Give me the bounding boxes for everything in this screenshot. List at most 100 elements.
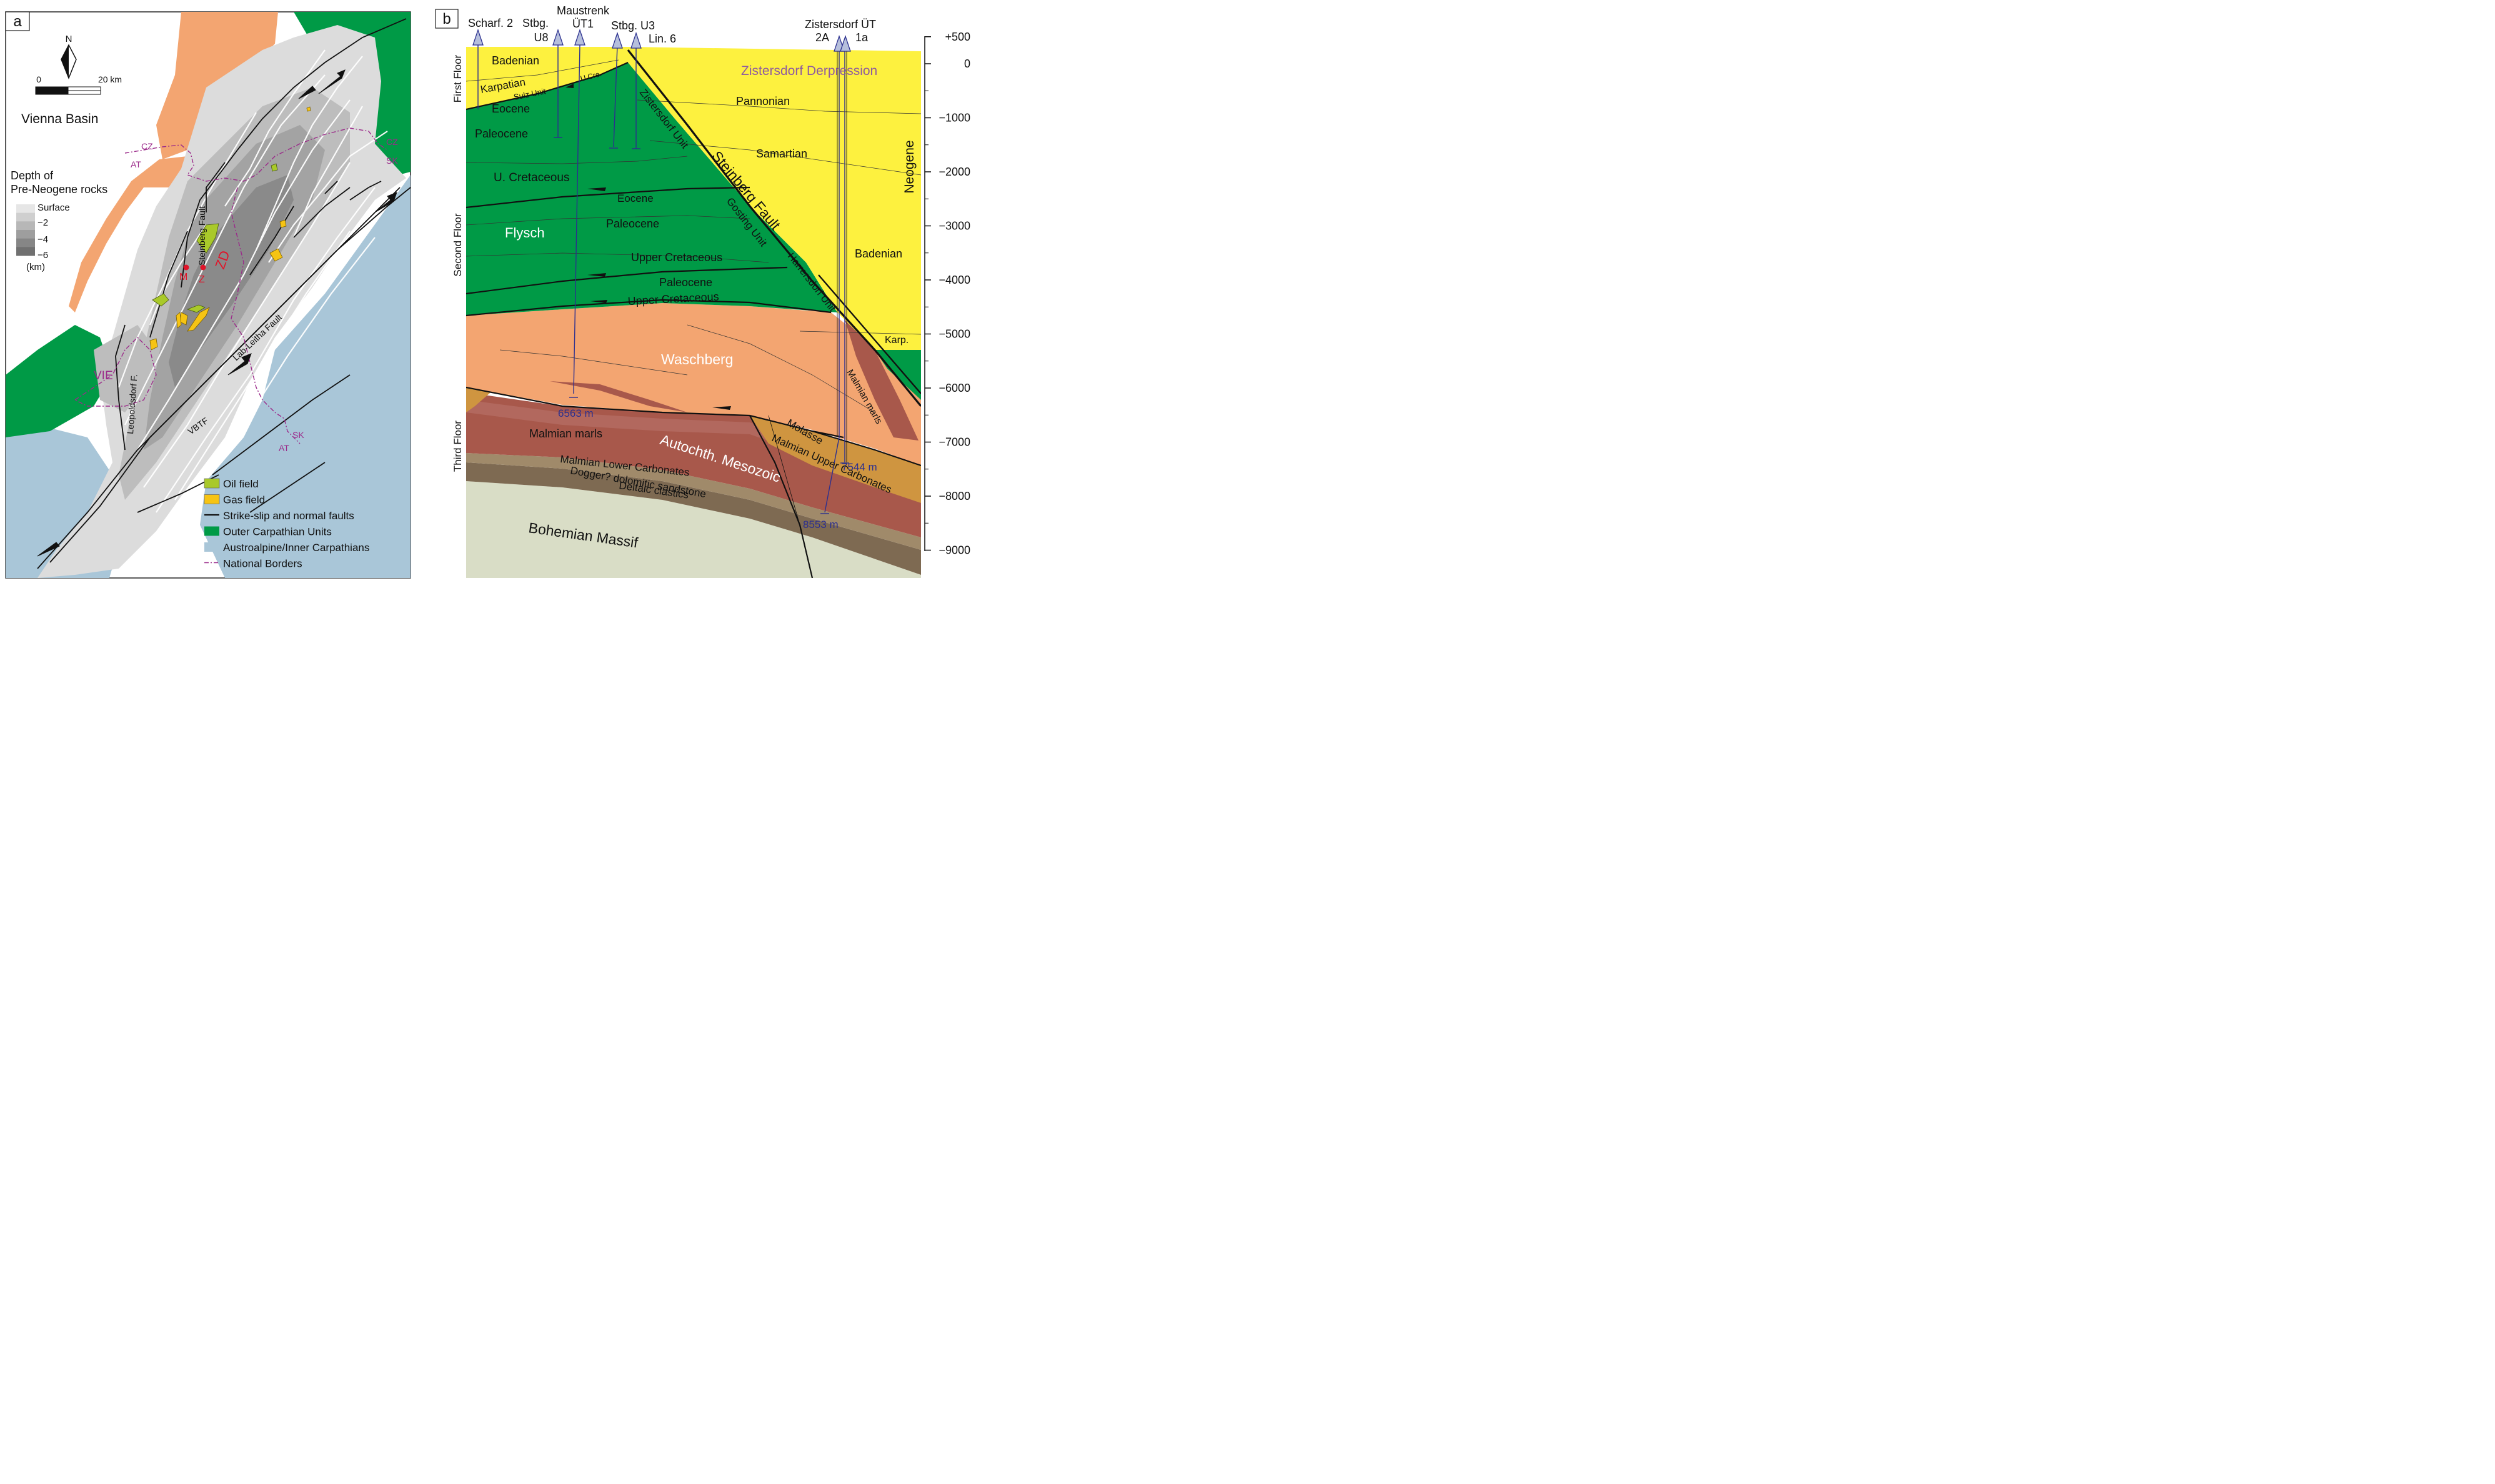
thrust-lines [466,61,921,578]
unit-eocene-1: Eocene [492,102,530,115]
legend-swatch [204,542,219,552]
depth-ramp [16,204,35,256]
unit-eocene-2: Eocene [617,192,654,204]
unit-depression: Zistersdorf Derpression [741,64,877,78]
well-icon [630,31,642,49]
well-icon [574,28,585,46]
steinberg-fault-line [181,18,407,288]
faults [37,18,411,569]
arrow-icon [587,273,606,277]
flysch-layer [466,62,837,316]
unit-waschberg: Waschberg [661,351,733,367]
depth-unit: (km) [26,262,45,272]
border-cz-1: CZ [141,141,153,151]
floor-first: First Floor [452,54,464,102]
depth-legend-title-2: Pre-Neogene rocks [11,183,107,196]
depth-level-6: −6 [37,250,48,261]
autochth-mesozoic-layer [466,392,921,537]
steinberg-fault-label: Steinberg Fault [197,206,207,266]
well-label-zistersdorf-1a: 1a [855,31,869,44]
gas-field [306,106,311,112]
lineaments [117,49,388,513]
well-label-stbg-u8-2: U8 [534,31,548,44]
unit-pannonian: Pannonian [736,95,790,107]
axis-tick-label: 0 [964,57,970,70]
depth-7544: 7544 m [842,461,877,473]
legend-label: Oil field [223,478,259,490]
legend-label: Strike-slip and normal faults [223,510,354,522]
axis-tick-label: −2000 [939,166,970,178]
panel-a-map [6,12,411,578]
axis-tick-label: −3000 [939,220,970,232]
arrow-icon [227,353,252,376]
scale-end: 20 km [98,74,122,84]
well-symbols [472,28,851,52]
well-label-stbg-u3: Stbg. U3 [611,19,655,32]
unit-neogene: Neogene [902,140,917,193]
unit-paleocene-1: Paleocene [475,127,528,140]
arrow-icon [298,86,316,99]
axis-tick-label: −6000 [939,382,970,394]
oil-fields [152,163,278,313]
gas-fields [149,106,311,351]
well-label-maustrenk-1: Maustrenk [557,4,610,17]
steinberg-fault-line [627,49,921,407]
oil-field [186,304,206,313]
border-sk-2: SK [386,156,398,166]
legend-swatch [204,494,220,504]
depth-8553: 8553 m [803,519,839,530]
unit-upper-cretaceous-1: Upper Cretaceous [631,251,722,264]
depth-ramp-step [16,230,35,239]
depth-level-2: −2 [37,217,48,228]
well-casing [768,45,847,525]
axis-tick-label: −9000 [939,544,970,557]
panel-b: b [435,4,970,578]
secondary-fault [818,274,921,394]
well-label-zistersdorf-1: Zistersdorf ÜT [805,18,876,31]
waschberg-layer [466,303,921,466]
unit-paleocene-3: Paleocene [659,276,712,289]
gas-field [279,219,287,228]
axis-tick-label: −8000 [939,490,970,502]
figure: a N 0 20 km Vienna Basin Depth of Pre-Ne… [0,0,974,583]
map-title: Vienna Basin [21,112,98,126]
figure-svg: a N 0 20 km Vienna Basin Depth of Pre-Ne… [5,4,970,579]
depth-vie [94,325,156,412]
gas-field [269,248,283,262]
arrow-icon [590,300,607,303]
panel-b-label-box [435,9,459,29]
national-borders [74,127,388,444]
border-at-3: AT [279,443,289,453]
well-icon [552,28,564,46]
depth-axis: +5000−1000−2000−3000−4000−5000−6000−7000… [924,31,970,557]
dogger-layer [466,453,921,550]
depth-ramp-step [16,212,35,222]
oil-field [196,223,219,254]
border-at-1: AT [131,159,141,169]
axis-tick-label: −5000 [939,328,970,341]
arrow-icon [565,84,574,88]
thrust-arrows [565,84,731,410]
border-cz-2: CZ [386,137,398,147]
waschberg-lens [550,381,687,412]
arrow-icon [37,542,60,557]
legend-label: National Borders [223,558,302,570]
well-label-stbg-u8-1: Stbg. [522,17,549,29]
arrow-icon [318,69,346,94]
depth-ramp-step [16,204,35,214]
panel-a-label-box [5,11,30,31]
depth-ramp-step [16,238,35,247]
unit-samartian: Samartian [756,147,807,160]
well-icon [612,31,623,49]
unit-karp: Karp. [885,335,909,346]
unit-u-cretaceous: U. Cretaceous [494,171,569,184]
scale-start: 0 [36,74,41,84]
m-label: M [179,272,187,282]
axis-tick-label: −1000 [939,112,970,124]
depth-6563: 6563 m [558,407,594,419]
depth-ramp-step [16,221,35,231]
well-icon [472,28,484,46]
scale-bar [35,86,101,95]
well-marker-z [200,264,206,271]
malmian-marls-right-lens [844,316,919,441]
